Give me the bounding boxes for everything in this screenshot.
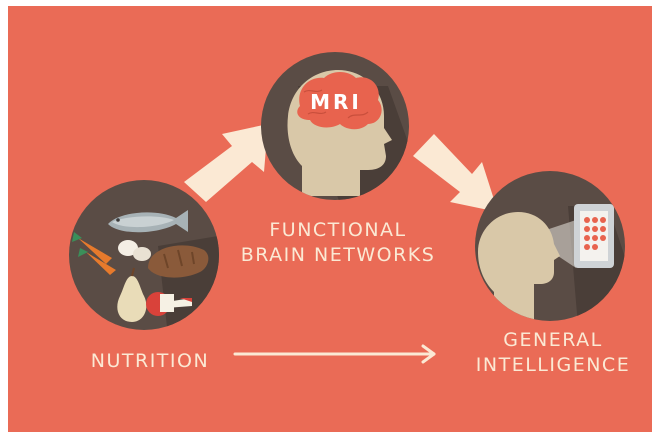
nutrition-label: NUTRITION	[90, 350, 210, 372]
general-label-line1: GENERAL	[503, 329, 603, 351]
diagram-canvas: MRI	[8, 6, 652, 432]
head-silhouette-icon	[478, 212, 560, 321]
arrow-to-intelligence-icon	[413, 134, 498, 212]
functional-brain-networks-label: FUNCTIONAL BRAIN NETWORKS	[218, 218, 458, 268]
general-intelligence-label: GENERAL INTELLIGENCE	[448, 328, 652, 378]
fish-icon	[108, 210, 188, 233]
egg-icon	[118, 240, 151, 261]
long-arrow-icon	[233, 344, 436, 364]
arrow-to-brain-icon	[184, 124, 268, 202]
functional-label-line1: FUNCTIONAL	[269, 219, 407, 241]
apple-icon	[146, 292, 192, 316]
intelligence-circle	[475, 171, 625, 321]
nutrition-circle	[69, 180, 219, 330]
mri-badge: MRI	[310, 90, 362, 114]
pear-icon	[117, 267, 147, 322]
diagram-artwork: MRI	[8, 6, 652, 432]
carrot-icon	[72, 232, 116, 275]
brain-networks-circle: MRI	[261, 52, 409, 200]
bread-icon	[148, 245, 209, 278]
tablet-icon	[574, 204, 614, 268]
functional-label-line2: BRAIN NETWORKS	[240, 244, 436, 266]
general-label-line2: INTELLIGENCE	[475, 354, 631, 376]
